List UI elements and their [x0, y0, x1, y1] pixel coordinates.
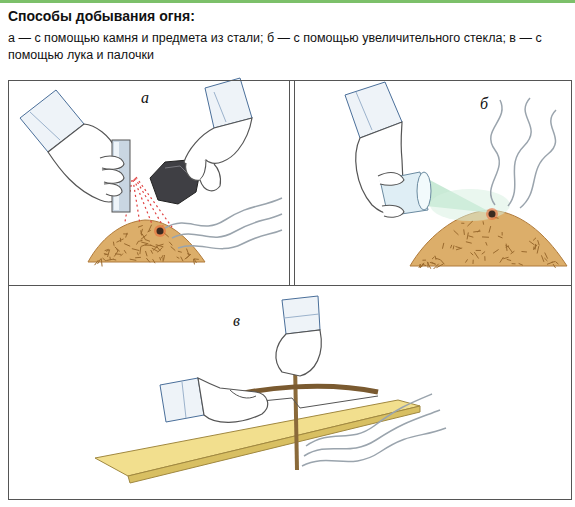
flint-and-steel: [20, 78, 282, 266]
top-bar: [0, 0, 575, 3]
magnifying-glass: [345, 82, 567, 269]
panel-letter: б: [480, 96, 488, 112]
bow-drill: [95, 296, 446, 483]
figure-caption: а — с помощью камня и предмета из стали;…: [8, 30, 568, 64]
figure-title: Способы добывания огня:: [8, 8, 195, 24]
figure-panel: в: [8, 285, 572, 500]
figure-panel: б: [289, 80, 572, 286]
figure-panel: а: [8, 80, 295, 286]
panel-letter: в: [233, 313, 240, 329]
panel-letter: а: [141, 90, 149, 106]
